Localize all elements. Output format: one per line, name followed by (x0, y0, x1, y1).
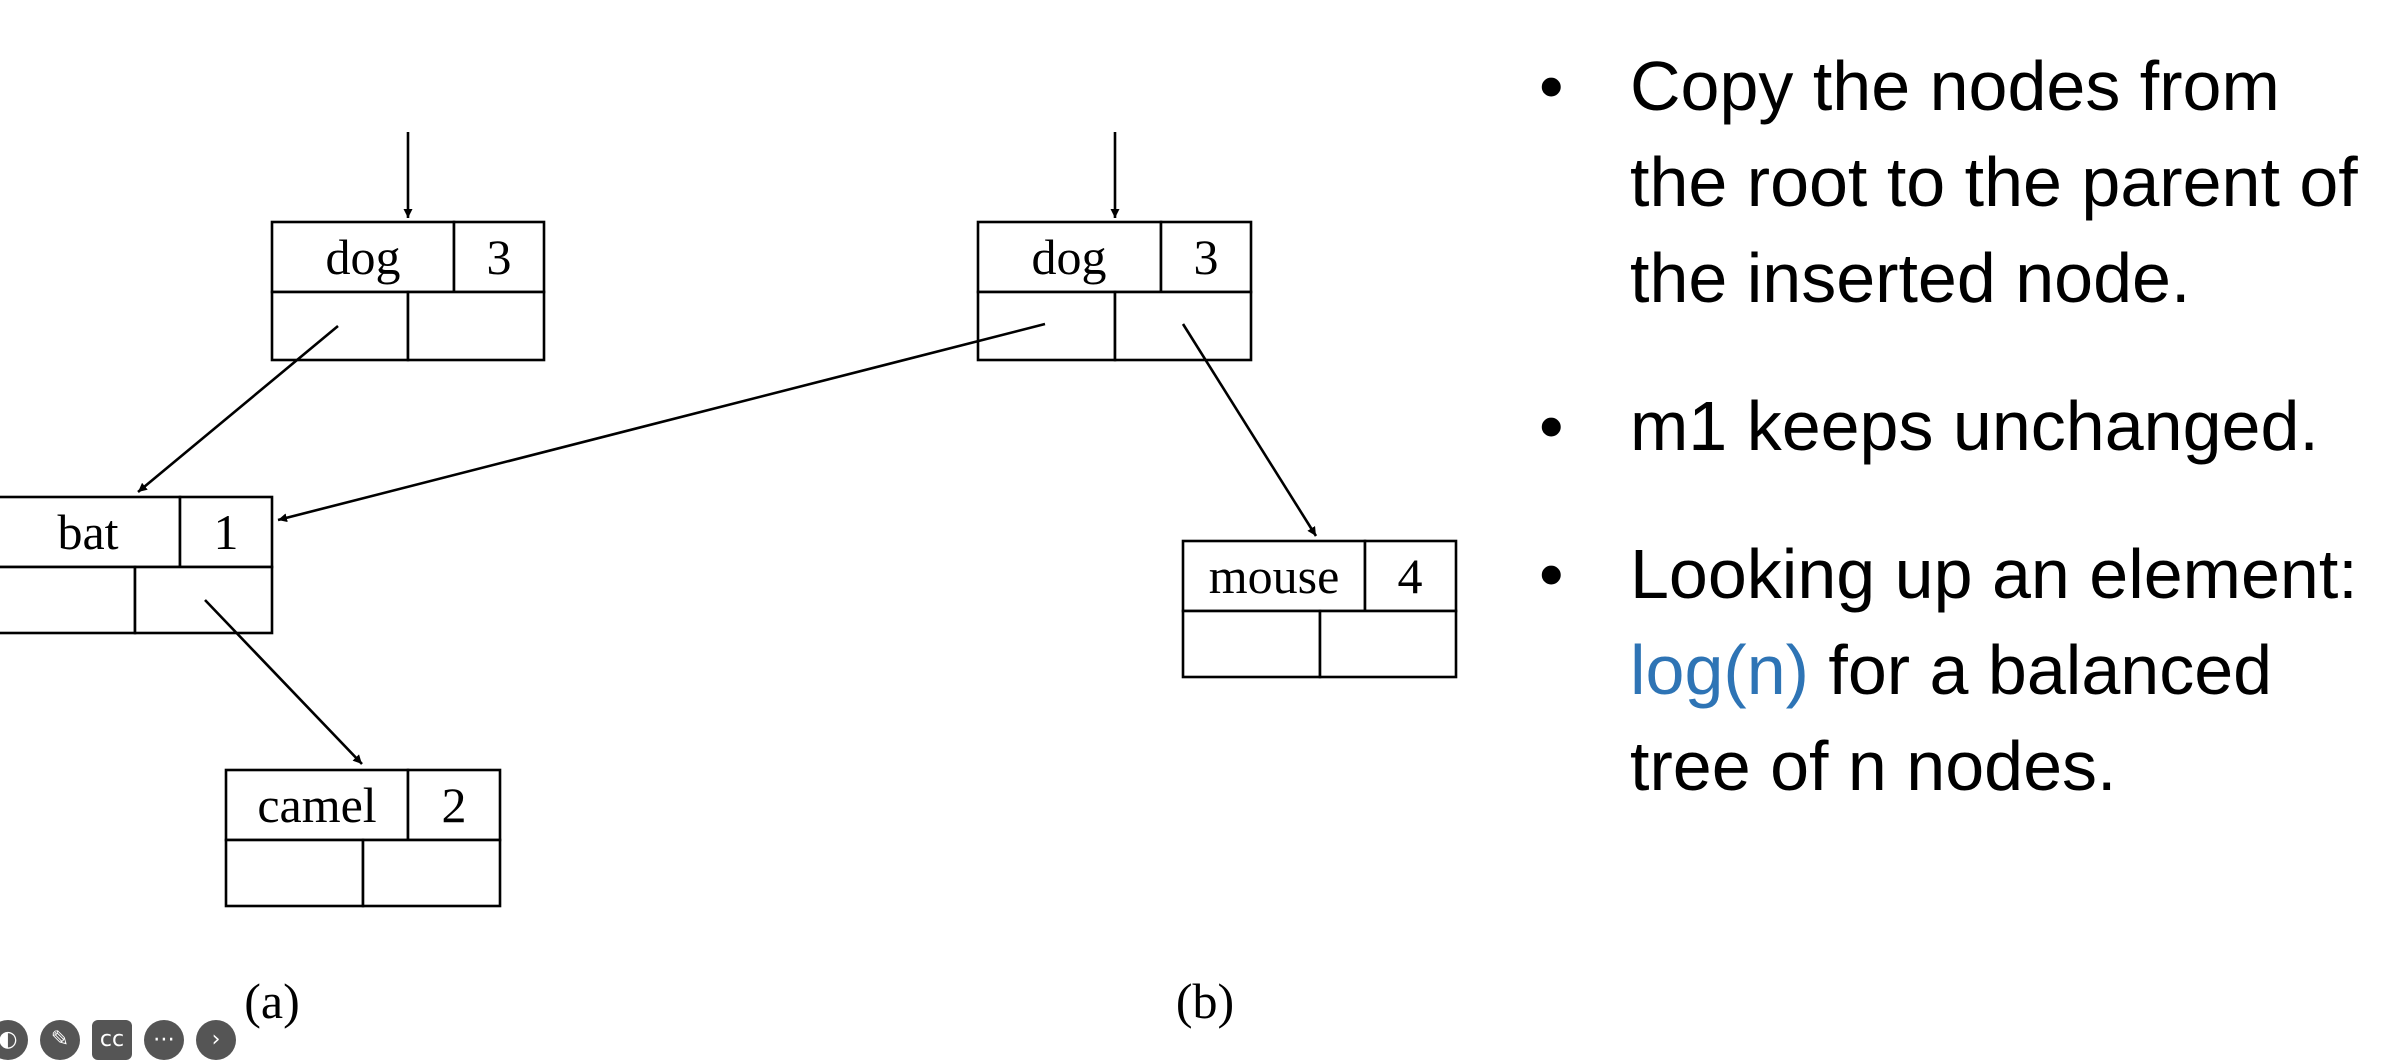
caption-a: (a) (244, 973, 300, 1029)
subtitles-icon[interactable]: cc (92, 1020, 132, 1060)
node-b-dog: dog 3 (976, 220, 1253, 362)
right-pointer-cell (361, 838, 502, 908)
node-key-cell (1181, 539, 1367, 613)
left-pointer-cell (224, 838, 365, 908)
edge-a-dog-to-bat (137, 324, 339, 494)
node-a-bat: bat 1 (0, 495, 274, 635)
node-value-cell (1159, 220, 1253, 294)
bullet-text-prefix: Looking up an element: (1630, 535, 2358, 613)
pen-icon[interactable]: ✎ (40, 1020, 80, 1060)
node-key-text: camel (257, 777, 376, 833)
left-pointer-cell (270, 290, 410, 362)
node-value-cell (406, 768, 502, 842)
node-key-text: mouse (1209, 548, 1340, 604)
right-pointer-cell (1318, 609, 1458, 679)
left-pointer-cell (0, 565, 137, 635)
bullet-text-suffix: for a balanced tree of n nodes. (1630, 631, 2273, 805)
presenter-tool-icon[interactable]: ◐ (0, 1020, 28, 1060)
bullet-item: • Looking up an element: log(n) for a ba… (1525, 526, 2385, 814)
node-value-text: 3 (487, 229, 512, 285)
presentation-toolbar: ◐ ✎ cc ⋯ › (0, 1020, 236, 1060)
edge-b-dog-to-mouse (1181, 323, 1318, 537)
right-pointer-cell (133, 565, 274, 635)
right-pointer-cell (406, 290, 546, 362)
bullet-list: • Copy the nodes from the root to the pa… (1525, 38, 2385, 866)
caption-b: (b) (1176, 973, 1234, 1029)
node-key-text: dog (326, 229, 401, 285)
node-value-text: 2 (442, 777, 467, 833)
bullet-item: • m1 keeps unchanged. (1525, 378, 2385, 474)
node-a-dog: dog 3 (270, 220, 546, 362)
slide-title-fragment: tree. (150, 0, 294, 10)
node-value-text: 1 (214, 504, 239, 560)
edge-a-bat-to-camel (204, 599, 363, 765)
bullet-item: • Copy the nodes from the root to the pa… (1525, 38, 2385, 326)
bullet-dot: • (1539, 47, 1564, 125)
bullet-highlight-complexity: log(n) (1630, 631, 1809, 709)
node-a-camel: camel 2 (224, 768, 502, 908)
node-value-cell (1363, 539, 1458, 613)
bullet-text: Copy the nodes from the root to the pare… (1630, 47, 2358, 317)
left-pointer-cell (976, 290, 1117, 362)
next-icon[interactable]: › (196, 1020, 236, 1060)
persistent-tree-diagram: dog 3 bat 1 camel 2 dog 3 (0, 132, 1458, 1029)
left-pointer-cell (1181, 609, 1322, 679)
node-value-cell (452, 220, 546, 294)
node-key-text: dog (1032, 229, 1107, 285)
node-value-text: 3 (1194, 229, 1219, 285)
node-value-text: 4 (1398, 548, 1423, 604)
node-value-cell (178, 495, 274, 569)
bullet-dot: • (1539, 535, 1564, 613)
more-options-icon[interactable]: ⋯ (144, 1020, 184, 1060)
node-b-mouse: mouse 4 (1181, 539, 1458, 679)
node-key-text: bat (57, 504, 118, 560)
bullet-text: m1 keeps unchanged. (1630, 387, 2319, 465)
bullet-dot: • (1539, 387, 1564, 465)
edge-b-dog-to-bat (277, 322, 1046, 523)
